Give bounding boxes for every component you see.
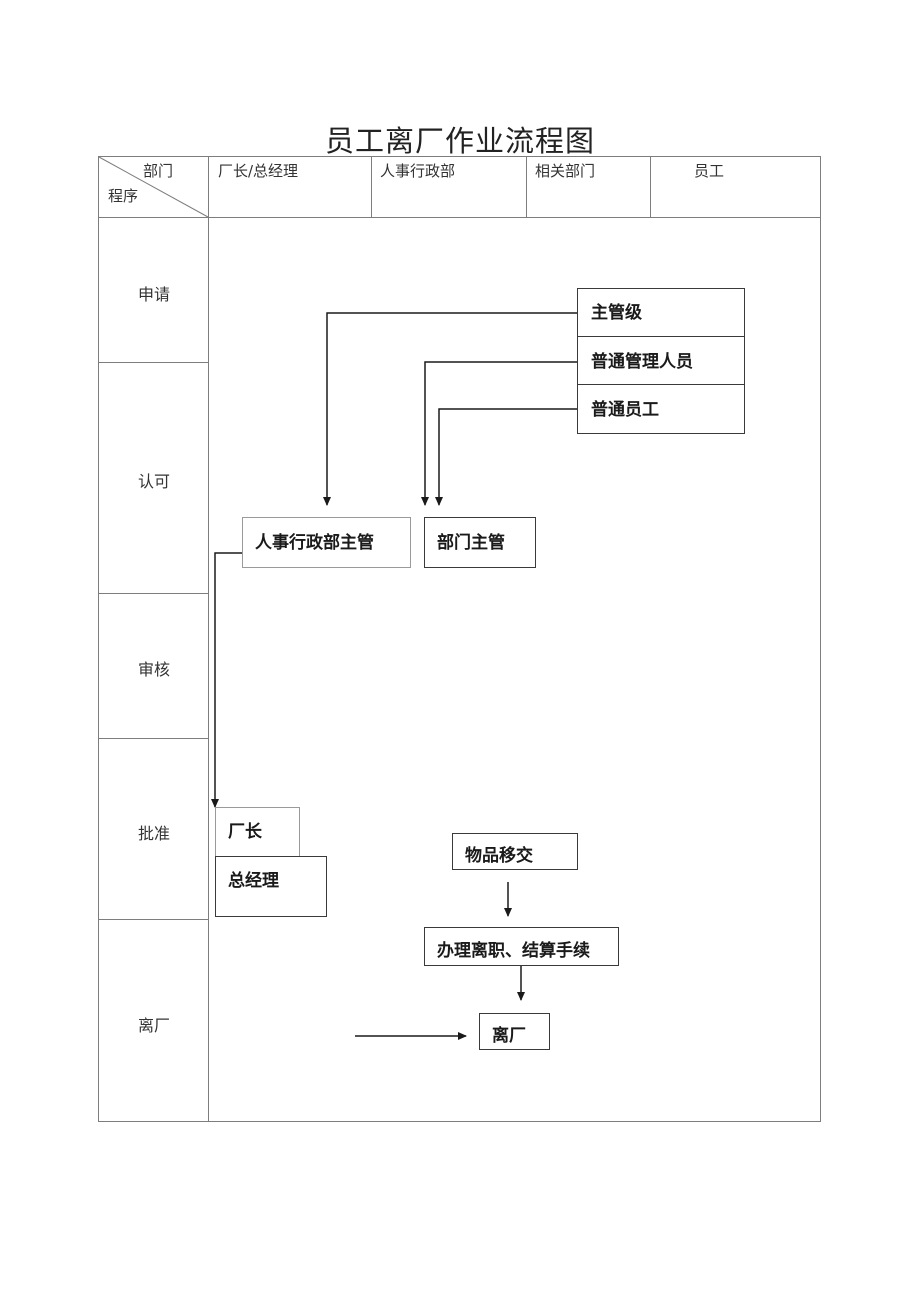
header-dept-label: 部门 [143, 162, 174, 180]
node-factory-director: 厂长 [215, 807, 300, 858]
column-header-related-dept: 相关部门 [535, 162, 596, 180]
header-procedure-label: 程序 [108, 187, 139, 205]
arrow-staff-to-dept [435, 408, 577, 506]
column-header-hr-admin: 人事行政部 [380, 162, 456, 180]
arrow-supervisor-to-hr [323, 312, 577, 506]
node-item-handover: 物品移交 [452, 833, 578, 870]
stage-leave: 离厂 [137, 1016, 170, 1035]
stage-review: 审核 [137, 660, 170, 679]
node-resignation-procedures: 办理离职、结算手续 [424, 927, 619, 966]
node-general-staff: 普通员工 [577, 384, 745, 434]
stage-apply: 申请 [137, 285, 170, 304]
stage-approve: 批准 [137, 824, 170, 843]
page-title: 员工离厂作业流程图 [324, 124, 595, 158]
node-general-management: 普通管理人员 [577, 336, 745, 385]
column-header-director: 厂长/总经理 [218, 162, 299, 180]
node-hr-admin-head: 人事行政部主管 [242, 517, 411, 568]
node-general-manager: 总经理 [215, 856, 327, 917]
node-supervisor-level: 主管级 [577, 288, 745, 337]
stage-acknowledge: 认可 [137, 472, 170, 491]
node-dept-head: 部门主管 [424, 517, 536, 568]
node-leave-factory: 离厂 [479, 1013, 550, 1050]
column-header-employee: 员工 [694, 162, 725, 180]
arrow-hr-to-director [211, 552, 242, 808]
arrow-management-to-dept [421, 361, 577, 506]
